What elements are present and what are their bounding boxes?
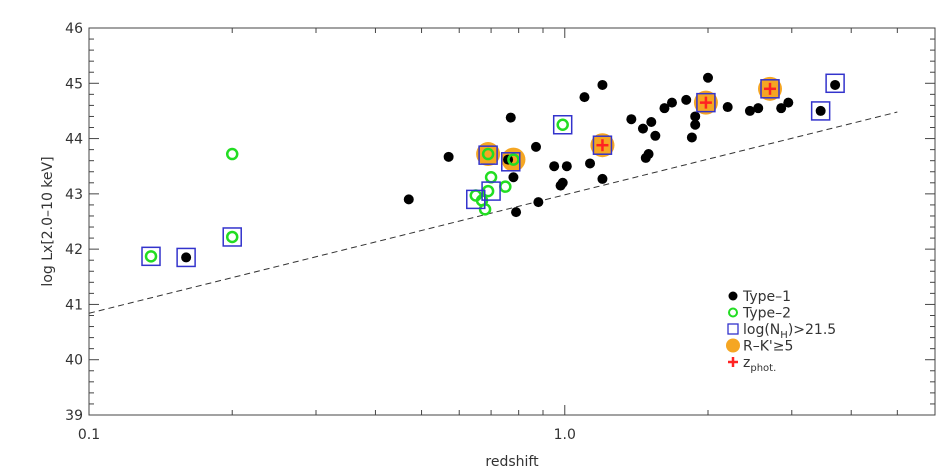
axes: 39 40 41 42 43 44 45 46 0.1 1.0 [65, 21, 936, 443]
type1-point [815, 105, 826, 116]
zphot-cross-marker [764, 82, 777, 95]
y-tick-label: 40 [65, 353, 83, 369]
y-tick-label: 46 [65, 21, 83, 37]
y-axis-label: log Lx[2.0–10 keV] [40, 156, 56, 286]
type1-point [508, 172, 519, 183]
y-tick-label: 39 [65, 408, 83, 424]
nh-square-marker [760, 79, 780, 99]
type1-point [530, 141, 541, 152]
nh-square-marker [141, 246, 161, 267]
legend-label: Type–1 [742, 289, 791, 305]
plot-frame [88, 27, 936, 416]
nh-square-marker [478, 145, 498, 165]
type1-point [181, 252, 192, 263]
x-axis-label: redshift [485, 454, 539, 470]
type1-point [403, 194, 414, 205]
legend-swatch [728, 307, 738, 318]
type1-point [637, 123, 648, 134]
type2-point [144, 250, 158, 263]
zphot-cross-marker [699, 96, 712, 109]
type1-point [579, 92, 590, 103]
dashed-fit-line [88, 111, 898, 314]
legend-item-type2: Type–2 [728, 306, 791, 322]
y-tick-label: 41 [65, 297, 83, 313]
type1-point [561, 161, 572, 172]
y-tick-label: 44 [65, 132, 83, 148]
type1-point [659, 103, 670, 114]
legend-swatch [727, 323, 739, 335]
type1-point [702, 72, 713, 83]
type2-point [225, 230, 239, 244]
type1-point [643, 149, 654, 160]
nh-square-marker [592, 135, 613, 155]
type1-point [690, 119, 701, 130]
legend-label: zphot. [743, 355, 776, 374]
type2-point [481, 147, 495, 161]
legend-item-zphot: zphot. [728, 355, 776, 374]
red-k-marker [476, 142, 501, 167]
type1-point [830, 79, 841, 90]
zphot-cross-marker [596, 139, 609, 152]
type1-point [646, 116, 657, 127]
type2-point [225, 147, 239, 161]
type1-point [722, 102, 733, 113]
nh-square-marker [696, 92, 716, 113]
legend-swatch [726, 338, 740, 353]
type1-point [626, 114, 637, 125]
legend-label: R–K'≥5 [743, 339, 793, 355]
type2-point [507, 153, 520, 166]
type1-point [666, 97, 677, 108]
type1-point [597, 173, 608, 184]
type1-point [505, 112, 516, 123]
type1-point [549, 161, 560, 172]
type1-point [744, 105, 755, 116]
type1-point [681, 94, 692, 105]
nh-square-marker [176, 247, 196, 268]
y-tick-label: 42 [65, 242, 83, 258]
legend-swatch [728, 357, 738, 367]
series-2 [141, 73, 845, 268]
series-3 [476, 76, 783, 172]
y-tick-label: 43 [65, 187, 83, 203]
series-4 [596, 82, 777, 152]
series-0 [181, 72, 841, 263]
type1-point [511, 207, 522, 218]
data-points [141, 72, 845, 268]
type1-point [650, 130, 661, 141]
type1-point [597, 79, 608, 90]
nh-square-marker [825, 73, 845, 94]
type1-point [585, 158, 596, 169]
type1-point [557, 177, 568, 188]
type1-point [686, 132, 697, 143]
x-tick-label: 0.1 [78, 427, 100, 443]
legend-item-nh: log(NH)>21.5 [727, 322, 836, 341]
series-1 [144, 118, 569, 263]
nh-square-marker [552, 115, 573, 135]
legend-swatch [728, 291, 738, 301]
y-tick-label: 45 [65, 76, 83, 92]
dashed-fit-line-layer [88, 111, 898, 314]
nh-square-marker [222, 227, 242, 247]
type1-point [753, 103, 764, 114]
type1-point [443, 151, 454, 162]
nh-square-marker [481, 181, 501, 201]
type1-point [533, 197, 544, 208]
legend-item-type1: Type–1 [728, 289, 791, 305]
x-tick-label: 1.0 [554, 427, 576, 443]
type1-point [776, 103, 787, 114]
type2-point [499, 180, 512, 193]
type2-point [484, 171, 498, 184]
type2-point [556, 118, 569, 131]
type1-point [690, 111, 701, 122]
nh-square-marker [810, 101, 831, 121]
nh-square-marker [501, 152, 521, 172]
legend-item-rk: R–K'≥5 [726, 338, 793, 355]
type1-point [783, 97, 794, 108]
legend-label: Type–2 [742, 306, 791, 322]
legend-label: log(NH)>21.5 [743, 322, 836, 341]
